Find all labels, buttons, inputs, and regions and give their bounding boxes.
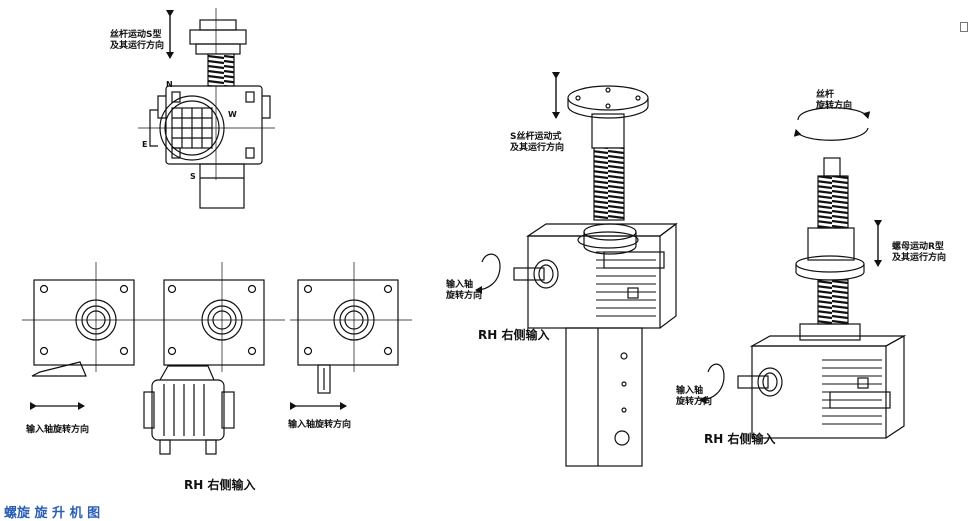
s-screw-label-line1: S丝杆运动式 — [510, 132, 562, 142]
nut-motion-label-line2: 及其运行方向 — [892, 253, 947, 263]
direction-e-label: E — [142, 140, 148, 149]
input-rotation-label-left: 输入轴旋转方向 — [26, 425, 90, 435]
footer-title: 螺旋 旋 升 机 图 — [4, 506, 101, 521]
direction-n-label: N — [166, 80, 173, 89]
middle-assembly — [513, 85, 678, 467]
nut-motion-label-line1: 螺母运动R型 — [892, 242, 944, 252]
input-shaft-label-line2-mid: 旋转方向 — [446, 291, 483, 301]
plan-view-1 — [22, 262, 150, 377]
direction-w-label: W — [228, 110, 237, 119]
input-shaft-label-line1-right: 输入轴 — [676, 386, 704, 396]
plan-view-3 — [290, 262, 412, 394]
screw-motion-label-line2: 及其运行方向 — [110, 41, 165, 51]
input-rotation-label-right: 输入轴旋转方向 — [288, 420, 352, 430]
input-shaft-label-line2-right: 旋转方向 — [676, 397, 713, 407]
rh-right-input-label-right: RH 右侧输入 — [704, 432, 776, 446]
rh-right-input-label-plan: RH 右侧输入 — [184, 478, 256, 492]
rh-right-input-label-mid: RH 右侧输入 — [478, 328, 550, 342]
screw-rotation-label-line2: 旋转方向 — [816, 101, 853, 111]
s-screw-label-line2: 及其运行方向 — [510, 143, 565, 153]
screw-rotation-label-line1: 丝杆 — [816, 90, 835, 100]
screw-motion-label-line1: 丝杆运动S型 — [110, 30, 162, 40]
plan-view-2 — [143, 262, 285, 455]
corner-handle — [960, 22, 968, 32]
direction-s-label: S — [190, 172, 196, 181]
top-left-assembly — [138, 8, 275, 209]
input-shaft-label-line1-mid: 输入轴 — [446, 280, 474, 290]
right-assembly — [737, 157, 907, 439]
technical-drawing — [22, 8, 907, 467]
